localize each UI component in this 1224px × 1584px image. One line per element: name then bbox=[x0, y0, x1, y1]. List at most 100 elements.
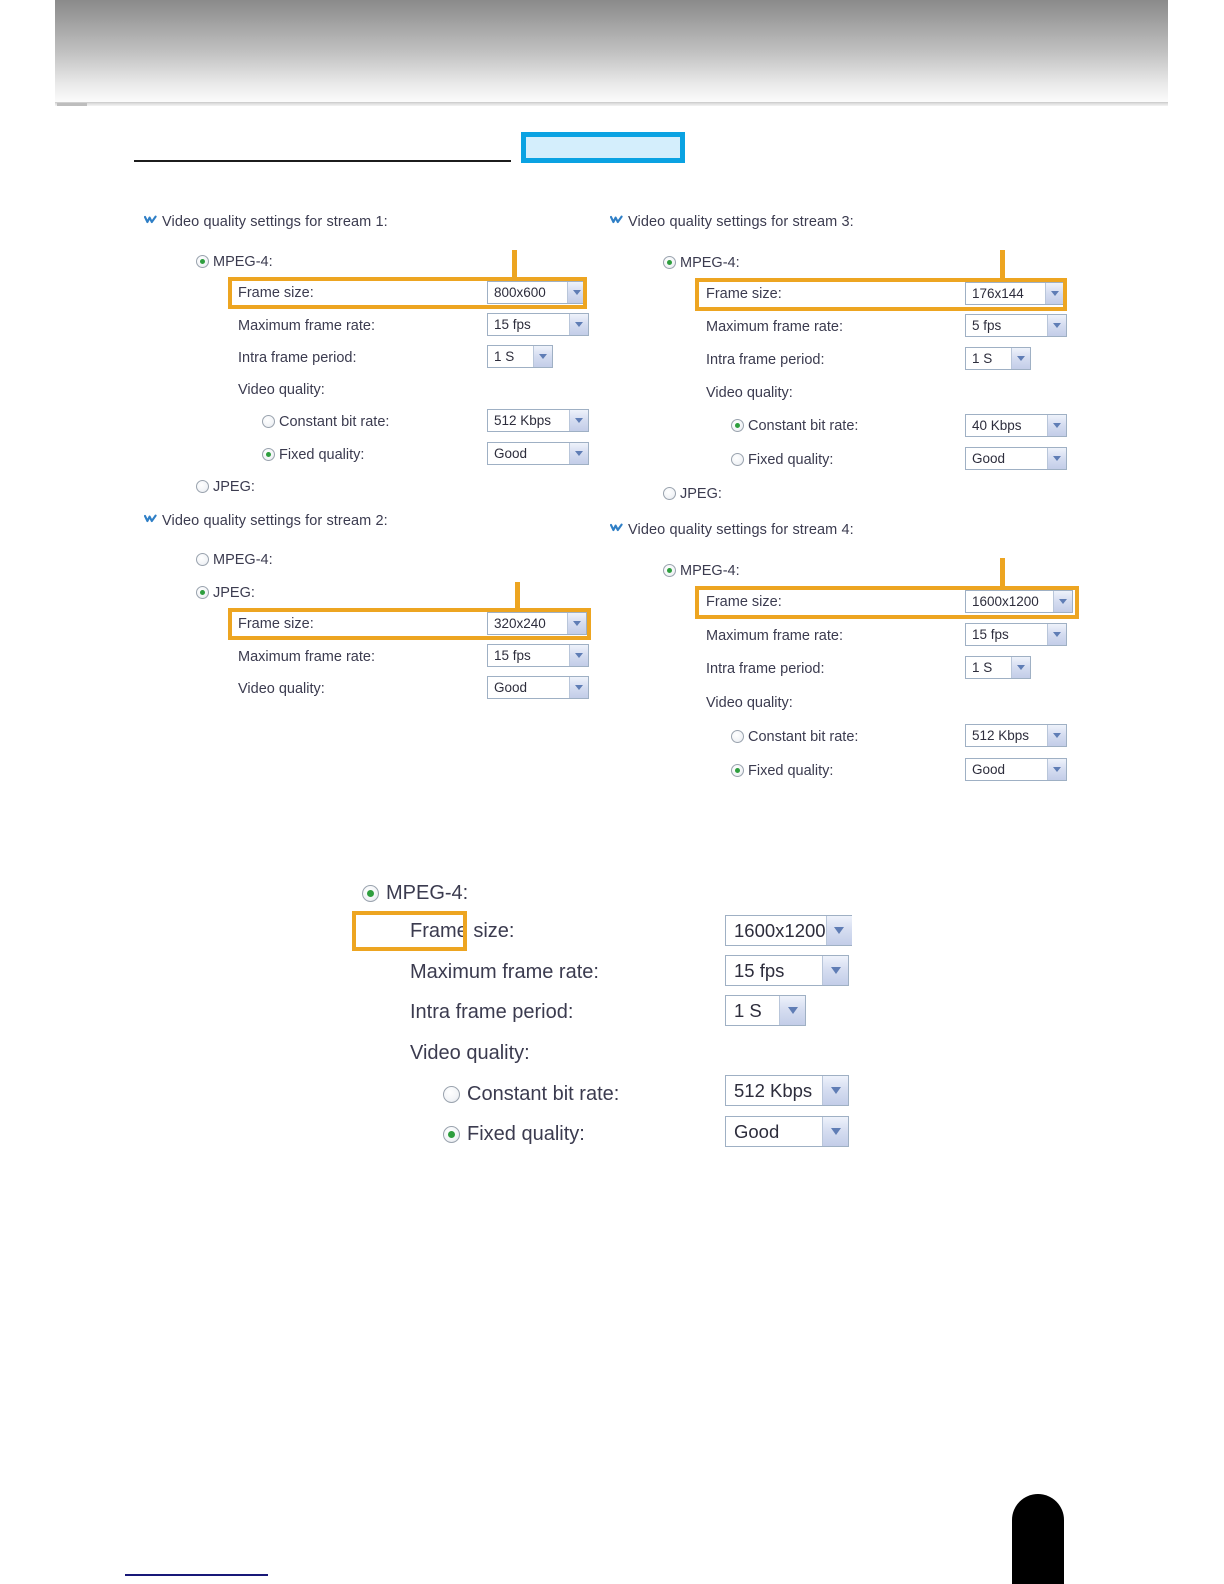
stream-2-frame-size-select[interactable]: 320x240 bbox=[487, 612, 587, 635]
stream-4-intra-frame-period-select[interactable]: 1 S bbox=[965, 656, 1031, 679]
stream-1-fixed-quality-radio[interactable]: Fixed quality: bbox=[262, 447, 364, 463]
stream-4-constant-bit-rate-select[interactable]: 512 Kbps bbox=[965, 724, 1067, 747]
stream-2-heading-text: Video quality settings for stream 2: bbox=[162, 513, 388, 529]
radio-icon-unselected[interactable] bbox=[731, 453, 744, 466]
stream-1-jpeg-radio[interactable]: JPEG: bbox=[196, 479, 255, 495]
chevron-down-icon[interactable] bbox=[1047, 759, 1066, 780]
page-header-band bbox=[55, 0, 1168, 102]
radio-icon-selected[interactable] bbox=[362, 885, 379, 902]
detail-mpeg4-radio[interactable]: MPEG-4: bbox=[362, 882, 468, 905]
radio-icon-unselected[interactable] bbox=[262, 415, 275, 428]
radio-icon-unselected[interactable] bbox=[731, 730, 744, 743]
stream-4-constant-bit-rate-label: Constant bit rate: bbox=[748, 729, 859, 745]
stream-4-fixed-quality-radio[interactable]: Fixed quality: bbox=[731, 763, 833, 779]
detail-fixed-quality-value: Good bbox=[734, 1120, 780, 1142]
chevron-down-icon[interactable] bbox=[1047, 315, 1066, 336]
stream-4-intra-frame-period-label: Intra frame period: bbox=[706, 661, 825, 677]
stream-4-max-frame-rate-value: 15 fps bbox=[972, 627, 1009, 642]
stream-4-fixed-quality-select[interactable]: Good bbox=[965, 758, 1067, 781]
stream-4-frame-size-select[interactable]: 1600x1200 bbox=[965, 590, 1073, 613]
chevron-down-icon[interactable] bbox=[1011, 657, 1030, 678]
stream-3-video-quality-label: Video quality: bbox=[706, 385, 793, 401]
stream-3-fixed-quality-radio[interactable]: Fixed quality: bbox=[731, 452, 833, 468]
radio-icon-selected[interactable] bbox=[663, 256, 676, 269]
detail-max-frame-rate-select[interactable]: 15 fps bbox=[725, 955, 849, 986]
radio-icon-unselected[interactable] bbox=[196, 553, 209, 566]
chevron-down-icon[interactable] bbox=[779, 996, 805, 1025]
stream-2-mpeg4-radio[interactable]: MPEG-4: bbox=[196, 552, 273, 568]
stream-1-intra-frame-period-select[interactable]: 1 S bbox=[487, 345, 553, 368]
stream-1-mpeg4-radio[interactable]: MPEG-4: bbox=[196, 254, 273, 270]
stream-1-max-frame-rate-select[interactable]: 15 fps bbox=[487, 313, 589, 336]
detail-constant-bit-rate-label: Constant bit rate: bbox=[467, 1083, 620, 1105]
chevron-down-icon[interactable] bbox=[567, 613, 586, 634]
radio-icon-selected[interactable] bbox=[196, 255, 209, 268]
detail-fixed-quality-select[interactable]: Good bbox=[725, 1116, 849, 1147]
stream-1-constant-bit-rate-select[interactable]: 512 Kbps bbox=[487, 409, 589, 432]
chevron-down-icon[interactable] bbox=[569, 410, 588, 431]
chevron-down-icon[interactable] bbox=[1045, 283, 1064, 304]
stream-4-mpeg4-radio[interactable]: MPEG-4: bbox=[663, 563, 740, 579]
chevron-down-icon[interactable] bbox=[1047, 725, 1066, 746]
chevron-down-icon[interactable] bbox=[1011, 348, 1030, 369]
stream-1-intra-frame-period-label: Intra frame period: bbox=[238, 350, 357, 366]
stream-3-max-frame-rate-select[interactable]: 5 fps bbox=[965, 314, 1067, 337]
stream-3-fixed-quality-select[interactable]: Good bbox=[965, 447, 1067, 470]
chevron-down-icon[interactable] bbox=[825, 916, 852, 945]
annotation-tick-stream-2 bbox=[515, 582, 520, 610]
stream-1-fixed-quality-value: Good bbox=[494, 446, 528, 461]
stream-4-max-frame-rate-label: Maximum frame rate: bbox=[706, 628, 843, 644]
radio-icon-selected[interactable] bbox=[196, 586, 209, 599]
detail-intra-frame-period-select[interactable]: 1 S bbox=[725, 995, 806, 1026]
chevron-down-icon[interactable] bbox=[822, 1076, 848, 1105]
stream-2-video-quality-select[interactable]: Good bbox=[487, 676, 589, 699]
stream-3-mpeg4-radio[interactable]: MPEG-4: bbox=[663, 255, 740, 271]
chevron-down-icon[interactable] bbox=[569, 677, 588, 698]
stream-3-constant-bit-rate-select[interactable]: 40 Kbps bbox=[965, 414, 1067, 437]
stream-1-fixed-quality-select[interactable]: Good bbox=[487, 442, 589, 465]
stream-3-fixed-quality-label: Fixed quality: bbox=[748, 452, 834, 468]
chevron-down-icon[interactable] bbox=[1047, 415, 1066, 436]
radio-icon-selected[interactable] bbox=[262, 448, 275, 461]
stream-1-frame-size-value: 800x600 bbox=[494, 285, 546, 300]
stream-3-constant-bit-rate-label: Constant bit rate: bbox=[748, 418, 859, 434]
stream-3-heading: Video quality settings for stream 3: bbox=[610, 214, 854, 230]
detail-constant-bit-rate-radio[interactable]: Constant bit rate: bbox=[443, 1083, 619, 1106]
stream-3-constant-bit-rate-radio[interactable]: Constant bit rate: bbox=[731, 418, 858, 434]
chevron-down-icon[interactable] bbox=[569, 314, 588, 335]
chevron-down-icon[interactable] bbox=[567, 282, 586, 303]
stream-4-constant-bit-rate-value: 512 Kbps bbox=[972, 728, 1030, 743]
radio-icon-unselected[interactable] bbox=[196, 480, 209, 493]
stream-1-mpeg4-label: MPEG-4: bbox=[213, 254, 273, 270]
section-title-underline bbox=[134, 160, 511, 162]
stream-3-heading-text: Video quality settings for stream 3: bbox=[628, 214, 854, 230]
chevron-down-icon[interactable] bbox=[822, 956, 848, 985]
radio-icon-unselected[interactable] bbox=[663, 487, 676, 500]
chevron-down-icon[interactable] bbox=[569, 645, 588, 666]
radio-icon-selected[interactable] bbox=[731, 419, 744, 432]
stream-2-frame-size-value: 320x240 bbox=[494, 616, 546, 631]
stream-2-jpeg-radio[interactable]: JPEG: bbox=[196, 585, 255, 601]
stream-3-frame-size-select[interactable]: 176x144 bbox=[965, 282, 1065, 305]
radio-icon-selected[interactable] bbox=[731, 764, 744, 777]
radio-icon-unselected[interactable] bbox=[443, 1086, 460, 1103]
stream-4-fixed-quality-value: Good bbox=[972, 762, 1006, 777]
stream-2-max-frame-rate-select[interactable]: 15 fps bbox=[487, 644, 589, 667]
chevron-down-icon[interactable] bbox=[822, 1117, 848, 1146]
chevron-down-icon[interactable] bbox=[1053, 591, 1072, 612]
chevron-down-icon[interactable] bbox=[569, 443, 588, 464]
chevron-down-icon[interactable] bbox=[1047, 448, 1066, 469]
chevron-down-icon[interactable] bbox=[1047, 624, 1066, 645]
stream-3-intra-frame-period-select[interactable]: 1 S bbox=[965, 347, 1031, 370]
stream-3-jpeg-radio[interactable]: JPEG: bbox=[663, 486, 722, 502]
radio-icon-selected[interactable] bbox=[443, 1126, 460, 1143]
stream-1-constant-bit-rate-radio[interactable]: Constant bit rate: bbox=[262, 414, 389, 430]
detail-constant-bit-rate-select[interactable]: 512 Kbps bbox=[725, 1075, 849, 1106]
detail-fixed-quality-radio[interactable]: Fixed quality: bbox=[443, 1123, 585, 1146]
stream-4-max-frame-rate-select[interactable]: 15 fps bbox=[965, 623, 1067, 646]
chevron-down-icon[interactable] bbox=[533, 346, 552, 367]
stream-1-frame-size-select[interactable]: 800x600 bbox=[487, 281, 587, 304]
stream-4-constant-bit-rate-radio[interactable]: Constant bit rate: bbox=[731, 729, 858, 745]
detail-frame-size-select[interactable]: 1600x1200 bbox=[725, 915, 852, 946]
radio-icon-selected[interactable] bbox=[663, 564, 676, 577]
